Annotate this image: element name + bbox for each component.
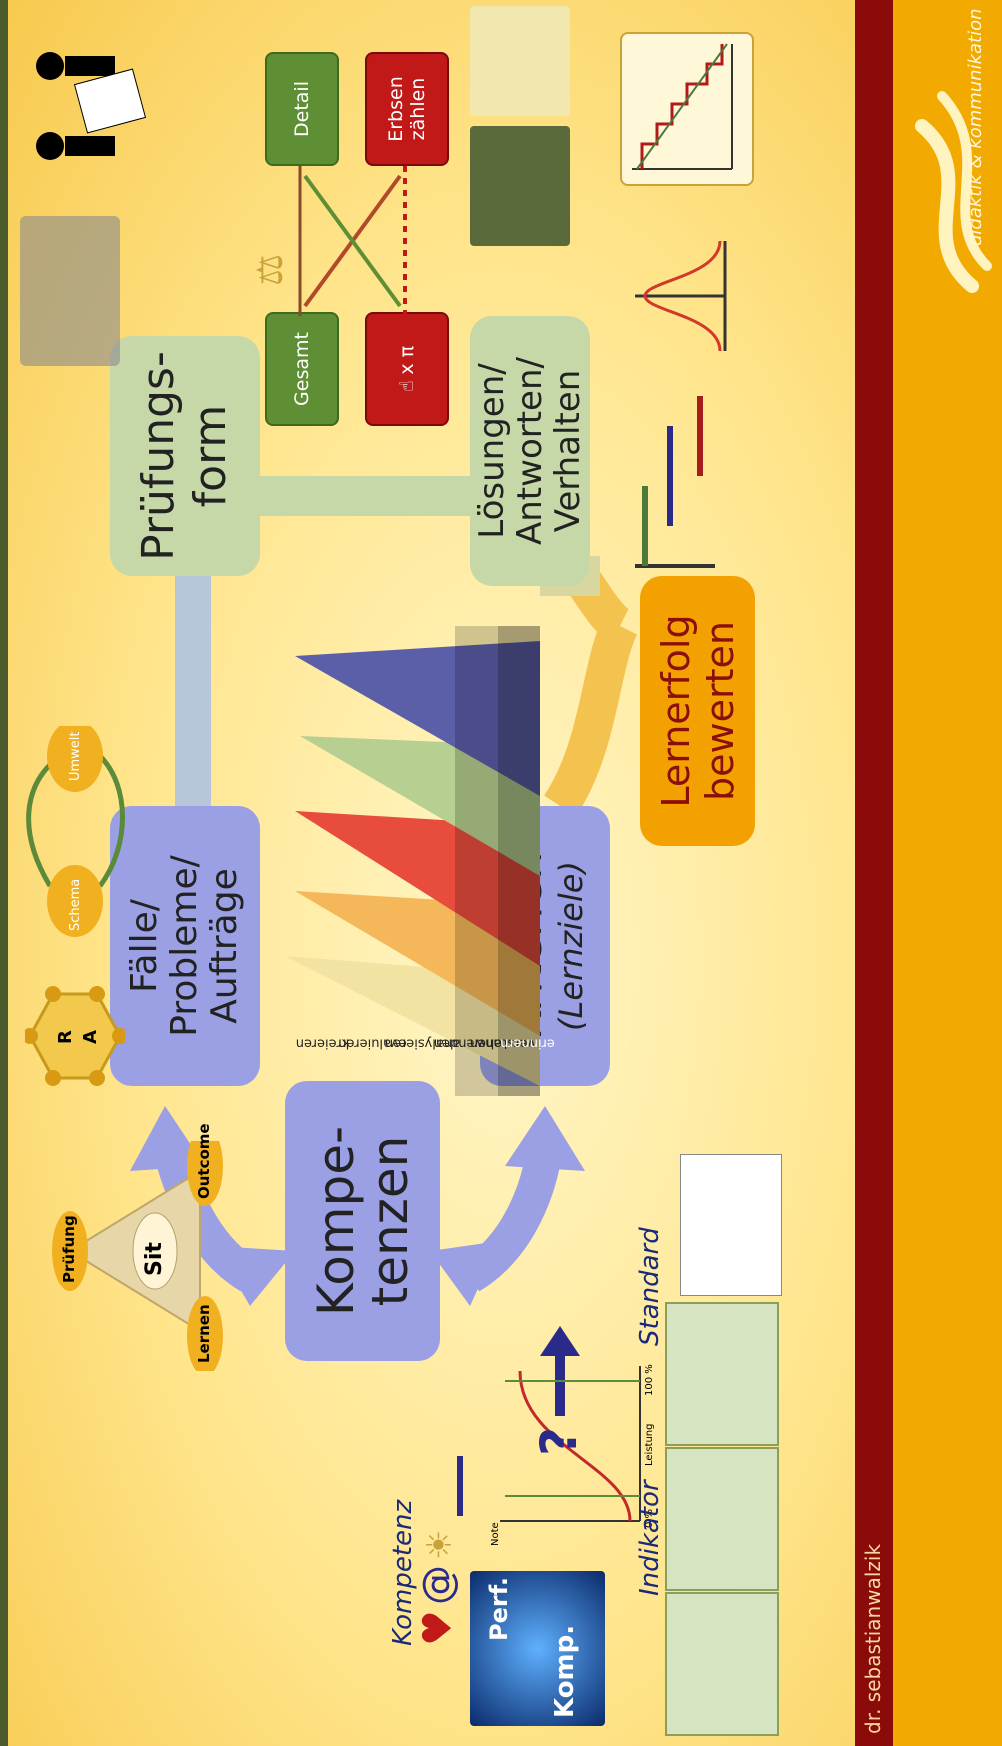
sit-top: Prüfung: [60, 1215, 78, 1283]
pi-label: x π: [396, 345, 418, 375]
graph-xmax: 100 %: [644, 1364, 655, 1396]
hand-icon: ☝: [396, 380, 418, 393]
step-chart-icon: [620, 32, 754, 186]
loesungen-box: Lösungen/ Antworten/ Verhalten: [470, 316, 590, 586]
people-scale-icon: [470, 6, 570, 116]
indicator-cards: [665, 1302, 785, 1736]
sit-center: Sit: [142, 1242, 167, 1276]
detail-button: Detail: [265, 52, 339, 166]
lightbulb-icon: ☀: [420, 1529, 460, 1560]
kompetenz-label: Kompetenz: [388, 1499, 418, 1646]
komp-label: Komp.: [550, 1624, 580, 1718]
kompetenz-icons: ♥ @ ☀: [415, 1496, 475, 1646]
card-2: [665, 1447, 779, 1591]
graph-ylabel: Note: [490, 1522, 501, 1546]
standard-label: Standard: [635, 1227, 665, 1346]
bell-curve-icon: [635, 240, 727, 352]
cycle-schema: Schema: [68, 878, 83, 931]
bars-icon: [635, 396, 715, 568]
perf-label: Perf.: [485, 1577, 513, 1641]
sit-triangle: Sit Prüfung Lernen Outcome: [30, 1123, 260, 1376]
footer-author: dr. sebastianwalzik: [861, 1543, 885, 1734]
erbsen-button: Erbsen zählen: [365, 52, 449, 166]
figures-icon: [20, 16, 160, 186]
perf-komp-image: Perf. Komp.: [470, 1571, 605, 1726]
cycle-umwelt: Umwelt: [68, 731, 83, 781]
standard-table: [680, 1154, 782, 1296]
pi-button: ☝ x π: [365, 312, 449, 426]
graph-question: ?: [530, 1426, 588, 1456]
faelle-box: Fälle/ Probleme/ Aufträge: [110, 806, 260, 1086]
faces-icon: [470, 126, 570, 246]
lernerfolg-box: Lernerfolg bewerten: [640, 576, 755, 846]
card-1: [665, 1592, 779, 1736]
heart-icon: ♥: [415, 1610, 461, 1646]
pyramid-level: erinnern: [500, 1035, 555, 1051]
card-3: [665, 1302, 779, 1446]
pruefungsform-box: Prüfungs- form: [110, 336, 260, 576]
scale-icon: ⚖: [250, 253, 291, 286]
gesamt-button: Gesamt: [265, 312, 339, 426]
grade-graph: ? Note Leistung 0 % 100 %: [490, 1361, 660, 1546]
brand-text: didaktik & kommunikation: [965, 8, 986, 246]
footer-band: [855, 0, 893, 1746]
hexagon-diagram: R A: [22, 986, 128, 1086]
taxonomy-pyramids: kreieren evaluieren analysieren anwenden…: [255, 626, 555, 1096]
chair-icons: [20, 216, 120, 366]
hex-letter-r: R: [55, 1030, 76, 1044]
lernziele-label: (Lernziele): [551, 861, 590, 1031]
sit-right: Outcome: [195, 1123, 213, 1199]
graph-xlabel: Leistung: [644, 1423, 655, 1466]
schema-cycle: Schema Umwelt: [20, 720, 130, 946]
sit-left: Lernen: [195, 1304, 213, 1363]
indikator-label: Indikator: [635, 1480, 665, 1596]
spiral-icon: @: [415, 1565, 461, 1606]
brand-logo: [902, 76, 992, 296]
hex-letter-a: A: [80, 1030, 101, 1044]
kompetenzen-box: Kompe- tenzen: [285, 1081, 440, 1361]
gesamt-detail-connectors: [298, 166, 407, 316]
